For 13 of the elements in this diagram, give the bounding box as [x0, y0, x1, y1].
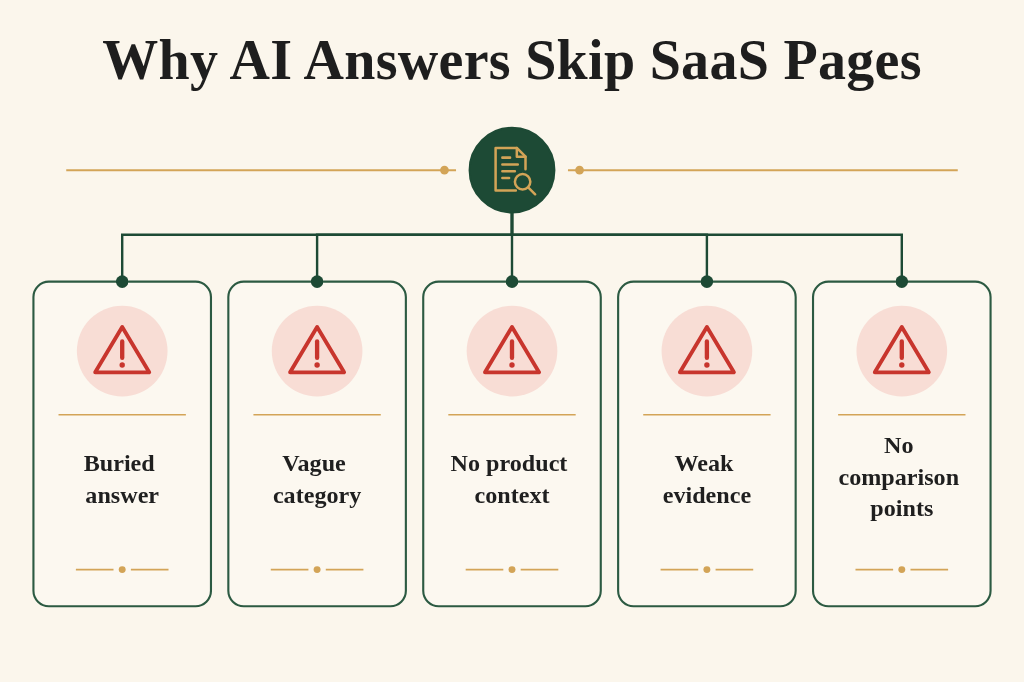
- hub-circle: [468, 126, 556, 214]
- title: Why AI Answers Skip SaaS Pages: [102, 29, 922, 91]
- problem-card: [32, 280, 213, 608]
- card-text: Vague category: [271, 449, 363, 510]
- card-text: No comparison points: [837, 431, 961, 523]
- connector-line: [510, 212, 909, 288]
- problem-card: [422, 280, 602, 608]
- card-text: Buried answer: [82, 449, 161, 510]
- card-text: Weak evidence: [661, 449, 753, 510]
- problem-card: [227, 280, 407, 608]
- card-text: No product context: [449, 449, 569, 510]
- problem-card: [617, 280, 797, 608]
- problem-card: [811, 280, 992, 608]
